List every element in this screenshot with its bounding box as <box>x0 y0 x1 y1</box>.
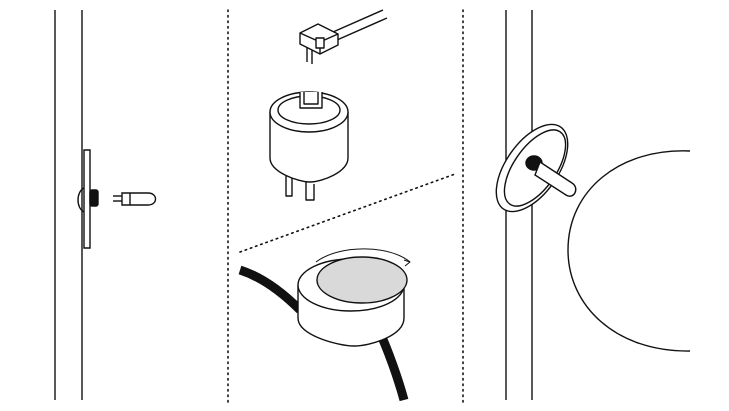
socket <box>89 189 99 207</box>
small-bulb-icon <box>113 192 157 206</box>
panel-dividers <box>227 9 464 406</box>
cable-puck-icon <box>238 248 411 402</box>
bracket-plate <box>83 149 91 249</box>
puck-top <box>316 256 408 304</box>
right-panel <box>495 10 691 400</box>
bracket-hook <box>77 187 85 213</box>
middle-panel <box>238 9 411 402</box>
connector-plug-icon <box>299 23 339 64</box>
flange-bulb-icon <box>534 160 577 197</box>
globe-shade <box>567 150 691 352</box>
relay-cylinder-icon <box>269 91 349 201</box>
middle-split-line <box>239 173 456 253</box>
left-panel <box>54 10 157 400</box>
plug-cable <box>332 9 388 41</box>
